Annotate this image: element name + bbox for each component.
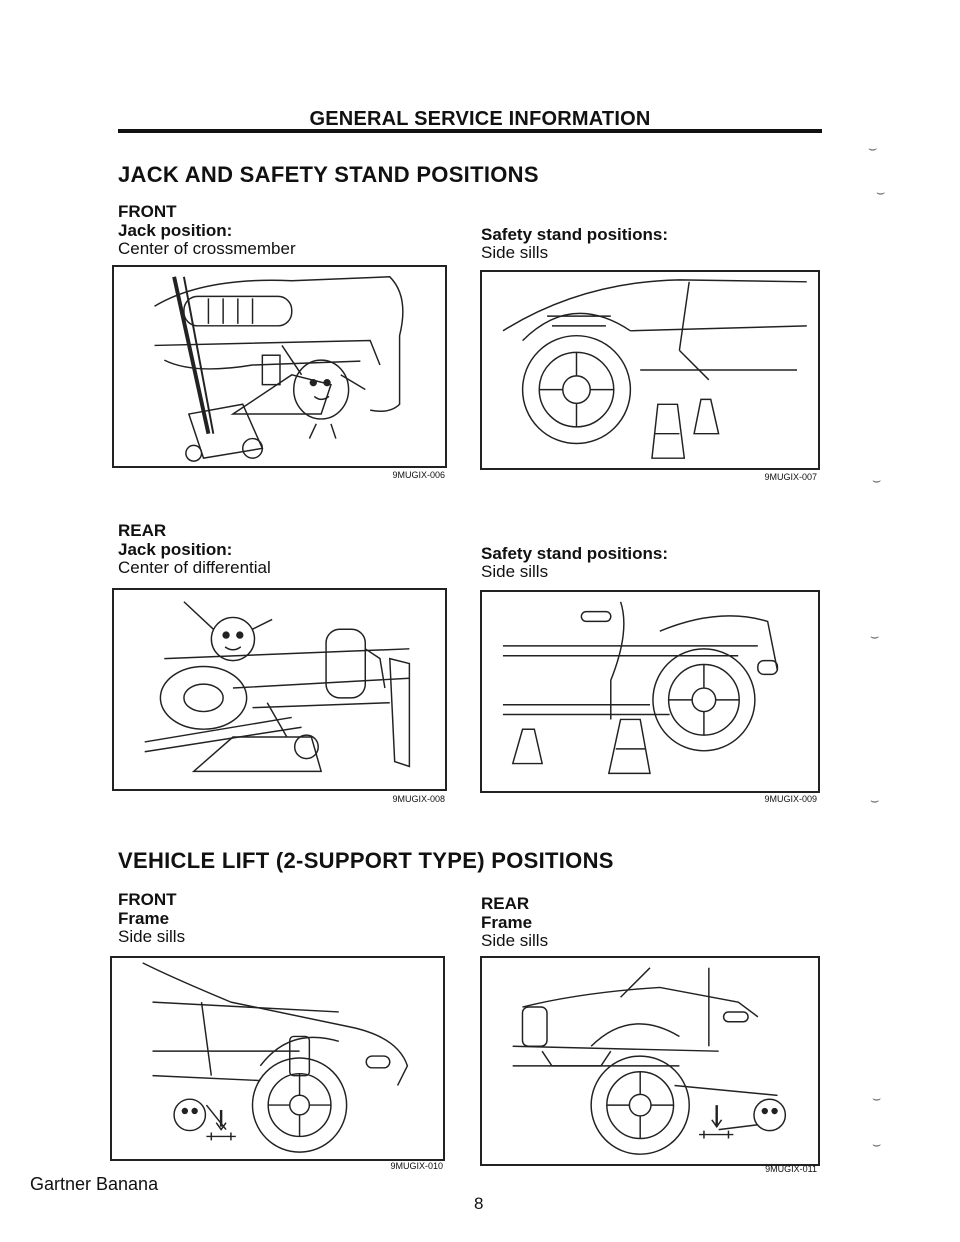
lift-front-sub: Frame — [118, 909, 170, 928]
front-heading: FRONT — [118, 202, 177, 221]
margin-mark: ⌣ — [872, 1090, 882, 1106]
figure-rear-stand — [480, 590, 820, 793]
lift-front-value: Side sills — [118, 927, 186, 946]
lift-front-illustration — [142, 962, 409, 1153]
rear-stand-illustration — [502, 601, 779, 775]
rear-heading: REAR — [118, 521, 167, 540]
lift-rear-value: Side sills — [481, 931, 549, 950]
front-jack-illustration — [154, 276, 404, 462]
footer-credit: Gartner Banana — [30, 1174, 159, 1194]
rear-stand-label: Safety stand positions: — [481, 544, 669, 563]
figure-front-stand — [480, 270, 820, 470]
page-number: 8 — [474, 1194, 484, 1213]
rear-jack-illustration — [144, 601, 411, 773]
front-stand-illustration — [502, 279, 807, 459]
figure-front-jack — [112, 265, 447, 468]
figure-lift-front — [110, 956, 445, 1161]
front-jack-label: Jack position: — [118, 221, 233, 240]
lift-front-heading: FRONT — [118, 890, 177, 909]
figure-code: 9MUGIX-011 — [765, 1164, 817, 1174]
rear-jack-value: Center of differential — [118, 558, 271, 577]
figure-code: 9MUGIX-009 — [764, 794, 817, 804]
section-title-jack: JACK AND SAFETY STAND POSITIONS — [118, 162, 539, 187]
lift-rear-sub: Frame — [481, 913, 533, 932]
figure-code: 9MUGIX-010 — [390, 1161, 443, 1171]
rear-jack-label: Jack position: — [118, 540, 233, 559]
header-rule — [118, 129, 822, 133]
front-stand-value: Side sills — [481, 243, 549, 262]
rear-stand-value: Side sills — [481, 562, 549, 581]
section-title-lift: VEHICLE LIFT (2-SUPPORT TYPE) POSITIONS — [118, 848, 614, 873]
margin-mark: ⌣ — [876, 184, 886, 200]
margin-mark: ⌣ — [870, 628, 880, 644]
front-stand-label: Safety stand positions: — [481, 225, 669, 244]
lift-rear-illustration — [512, 967, 787, 1155]
margin-mark: ⌣ — [872, 472, 882, 488]
front-jack-value: Center of crossmember — [118, 239, 296, 258]
margin-mark: ⌣ — [868, 140, 878, 156]
figure-code: 9MUGIX-008 — [392, 794, 445, 804]
lift-rear-heading: REAR — [481, 894, 530, 913]
figure-rear-jack — [112, 588, 447, 791]
figure-code: 9MUGIX-007 — [764, 472, 817, 482]
margin-mark: ⌣ — [870, 792, 880, 808]
figure-lift-rear — [480, 956, 820, 1166]
figure-code: 9MUGIX-006 — [392, 470, 445, 480]
page-header-title: GENERAL SERVICE INFORMATION — [309, 108, 651, 130]
margin-mark: ⌣ — [872, 1136, 882, 1152]
